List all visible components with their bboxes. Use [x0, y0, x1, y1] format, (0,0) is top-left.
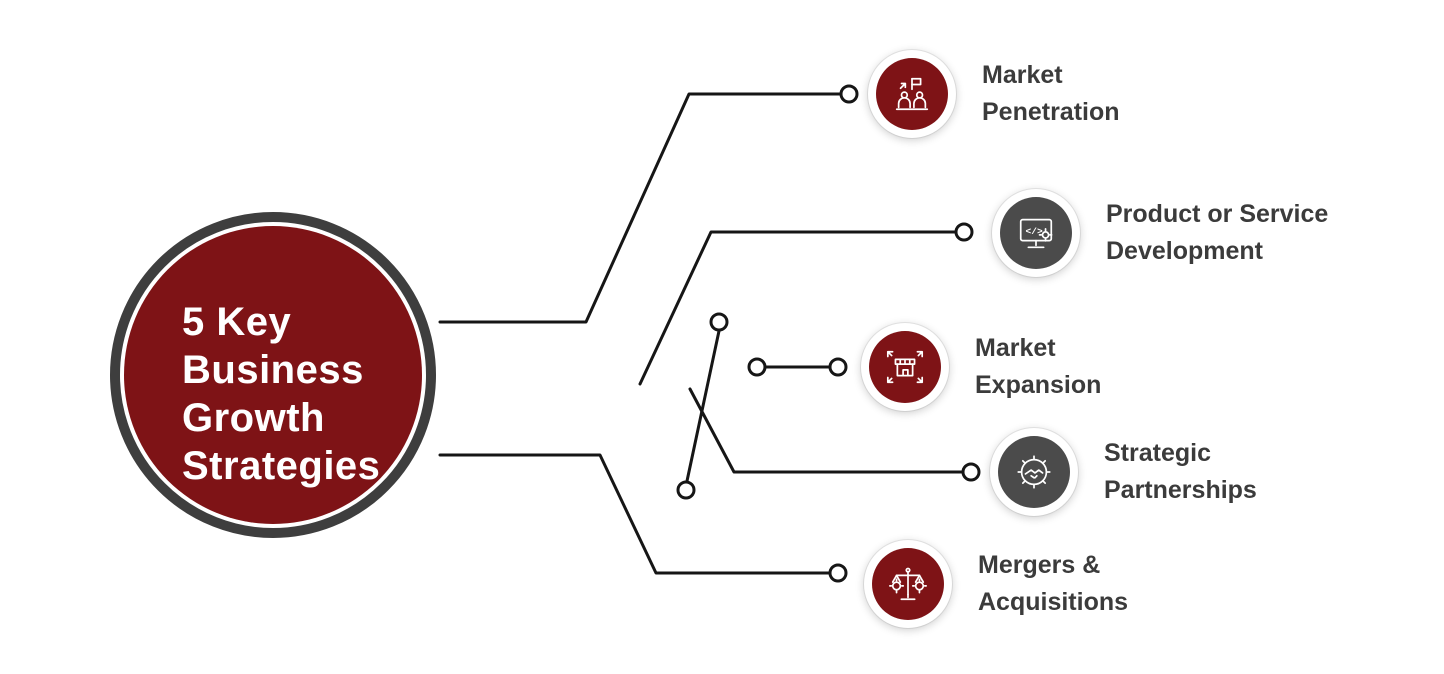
endpoint-dot: [839, 84, 859, 104]
node-label: Market Expansion: [975, 330, 1101, 404]
node-circle: [990, 428, 1078, 516]
main-title-line: Growth: [182, 396, 325, 440]
connector-product-development: [638, 230, 957, 386]
node-market-expansion: Market Expansion: [861, 323, 1101, 411]
main-title-line: 5 Key: [182, 300, 292, 344]
node-label: Strategic Partnerships: [1104, 435, 1257, 509]
endpoint-dot: [954, 222, 974, 242]
main-circle: 5 Key Business Growth Strategies: [110, 212, 436, 538]
endpoint-dot: [961, 462, 981, 482]
main-title-line: Strategies: [182, 444, 381, 488]
node-label-line: Expansion: [975, 371, 1102, 399]
endpoint-dot: [747, 357, 767, 377]
node-circle: [868, 50, 956, 138]
main-title: 5 Key Business Growth Strategies: [182, 298, 380, 490]
main-title-line: Business: [182, 348, 364, 392]
endpoint-dot: [828, 563, 848, 583]
node-label-line: Partnerships: [1104, 476, 1257, 504]
node-circle: [864, 540, 952, 628]
endpoint-dot: [709, 312, 729, 332]
node-label-line: Acquisitions: [978, 588, 1129, 616]
node-label: Market Penetration: [982, 57, 1120, 131]
connector-market-penetration: [438, 92, 842, 324]
team-growth-icon: [876, 58, 948, 130]
node-label: Product or Service Development: [1106, 196, 1328, 270]
node-label-line: Development: [1106, 237, 1263, 265]
handshake-gear-icon: [998, 436, 1070, 508]
node-market-penetration: Market Penetration: [868, 50, 1120, 138]
node-mergers-and-acquisitions: Mergers & Acquisitions: [864, 540, 1128, 628]
node-label-line: Penetration: [982, 98, 1120, 126]
connector-strategic-partnerships: [688, 387, 964, 474]
store-expand-icon: [869, 331, 941, 403]
node-label-line: Product or Service: [1106, 200, 1329, 228]
node-label-line: Strategic: [1104, 439, 1211, 467]
node-label-line: Mergers &: [978, 551, 1101, 579]
main-circle-fill: 5 Key Business Growth Strategies: [124, 226, 422, 524]
endpoint-dot: [676, 480, 696, 500]
node-label-line: Market: [982, 61, 1063, 89]
node-label: Mergers & Acquisitions: [978, 547, 1128, 621]
svg-text:</>: </>: [1026, 226, 1043, 237]
endpoint-dot: [828, 357, 848, 377]
node-circle: [861, 323, 949, 411]
connector-mergers-acquisitions: [438, 453, 831, 575]
node-label-line: Market: [975, 334, 1056, 362]
node-product-or-service-development: </> Product or Service Development: [992, 189, 1328, 277]
connector-middle-vertical: [685, 329, 721, 483]
node-strategic-partnerships: Strategic Partnerships: [990, 428, 1257, 516]
monitor-code-icon: </>: [1000, 197, 1072, 269]
node-circle: </>: [992, 189, 1080, 277]
scale-gears-icon: [872, 548, 944, 620]
